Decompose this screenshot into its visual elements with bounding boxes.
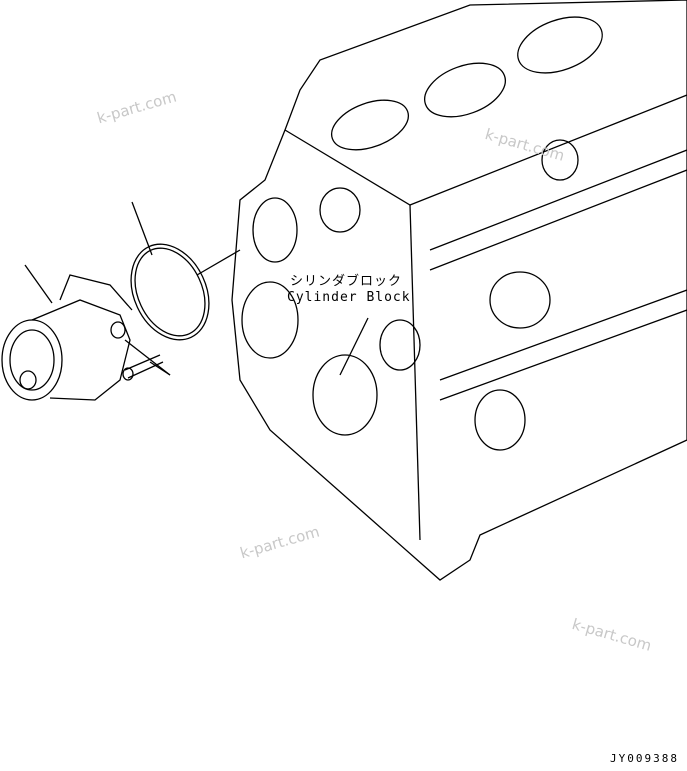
bolt	[122, 354, 171, 381]
label-leader	[339, 317, 369, 376]
water-pump	[1, 264, 171, 401]
drawing-code: JY009388	[610, 752, 679, 765]
part-label-jp: シリンダブロック	[290, 274, 403, 289]
part-label-en: Cylinder Block	[287, 290, 411, 305]
cylinder-block	[231, 0, 687, 581]
o-ring	[130, 201, 241, 341]
